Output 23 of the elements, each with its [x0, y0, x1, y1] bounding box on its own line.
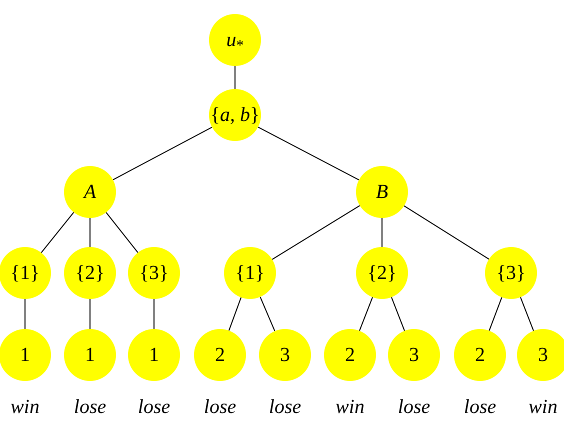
connector-line — [520, 296, 534, 332]
outcome-label: win — [10, 397, 40, 417]
connector-line — [258, 126, 360, 180]
connector-line — [260, 296, 276, 332]
connector-line — [24, 298, 26, 330]
outcome-label: lose — [464, 397, 496, 417]
outcome-label: win — [528, 397, 558, 417]
outcome-label: lose — [204, 397, 236, 417]
outcome-label: win — [336, 397, 364, 417]
connector-line — [106, 212, 138, 254]
connector-line — [234, 66, 236, 90]
connector-line — [404, 205, 490, 260]
connector-line — [228, 296, 242, 332]
connector-line — [272, 205, 360, 260]
connector-line — [358, 296, 374, 332]
outcome-label: lose — [74, 397, 106, 417]
outcome-label: lose — [268, 397, 302, 417]
outcome-label: lose — [138, 397, 170, 417]
connector-line — [40, 212, 74, 254]
connector-line — [390, 296, 406, 332]
connector-line — [488, 296, 502, 332]
outcome-label: lose — [398, 397, 430, 417]
connector-line — [112, 126, 213, 180]
